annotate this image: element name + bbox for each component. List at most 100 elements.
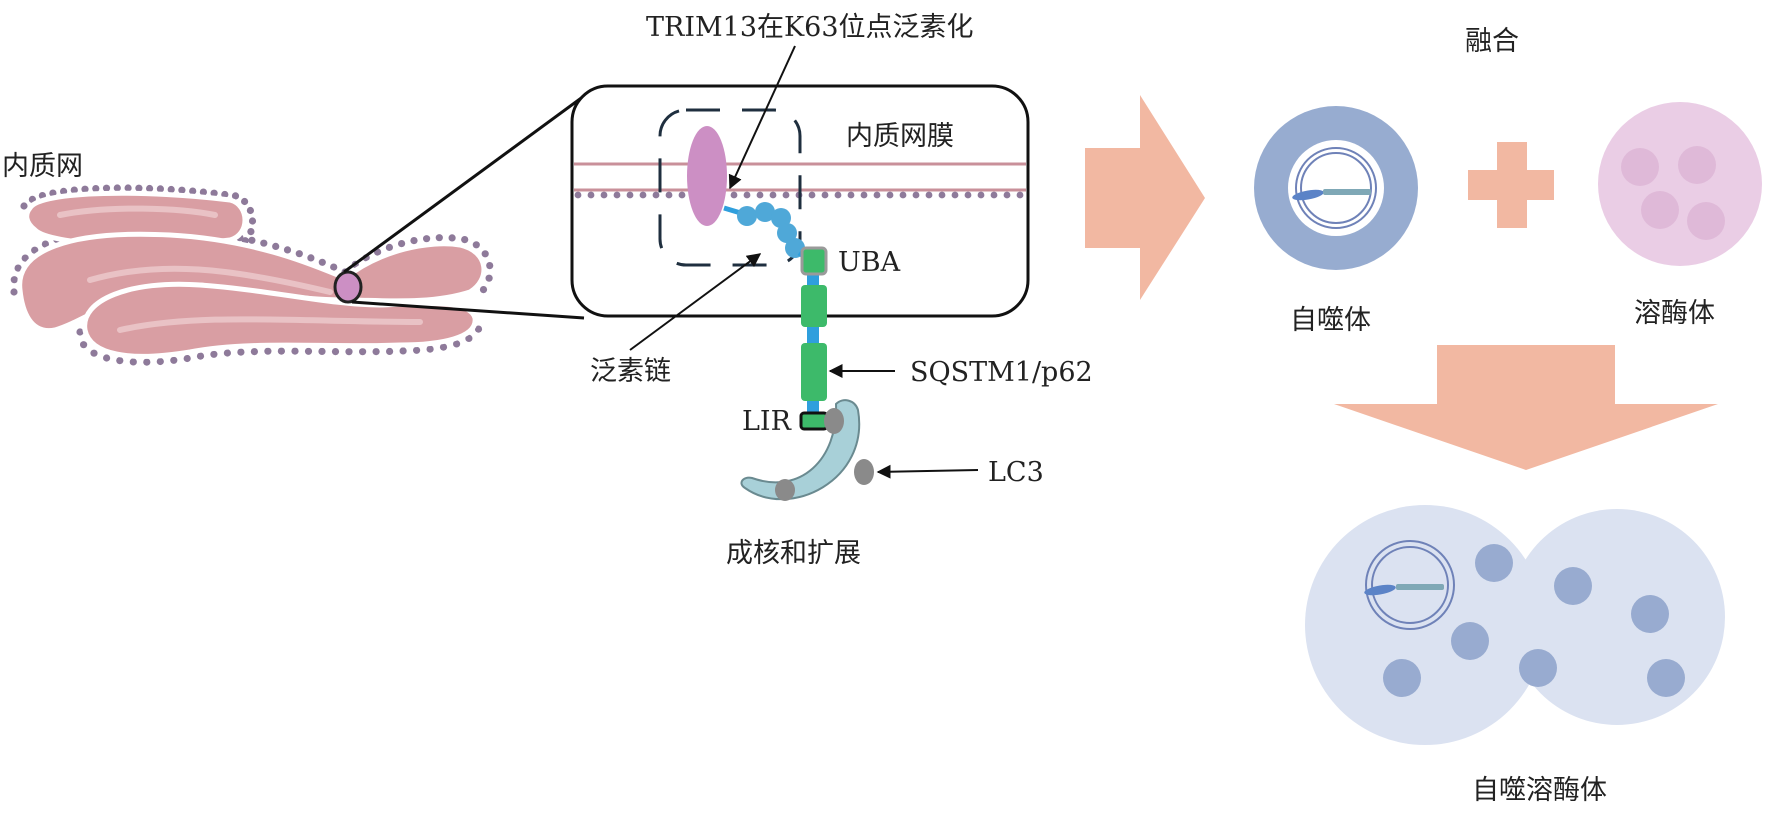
membrane-ribosome-dot	[600, 191, 608, 199]
membrane-ribosome-dot	[899, 191, 907, 199]
ribosome-dot	[307, 254, 315, 262]
ribosome-dot	[248, 236, 256, 244]
nucleation-label: 成核和扩展	[726, 538, 861, 569]
er-inner-lumen-2	[87, 265, 333, 295]
ribosome-dot	[231, 192, 240, 200]
ribosome-dot	[453, 340, 461, 348]
ribosome-dot	[345, 348, 353, 356]
ribosome-dot	[156, 185, 164, 193]
ribosome-dot	[178, 186, 186, 194]
ribosome-dot	[124, 184, 132, 192]
membrane-ribosome-dot	[925, 191, 933, 199]
ribosome-dot	[90, 349, 98, 357]
membrane-ribosome-dot	[782, 191, 790, 199]
endoplasmic-reticulum	[10, 184, 494, 366]
ribosome-dot	[264, 347, 272, 355]
ribosome-dot	[423, 235, 431, 243]
membrane-ribosome-dot	[847, 191, 855, 199]
uba-domain	[800, 246, 828, 276]
ribosome-dot	[135, 184, 143, 192]
ribosome-dot	[92, 185, 100, 193]
membrane-ribosome-dot	[587, 191, 595, 199]
zoom-line-bottom	[351, 300, 585, 320]
autolysosome	[1305, 505, 1725, 745]
ribosome-dot	[31, 246, 39, 254]
ribosome-dot	[246, 206, 254, 215]
ribosome-dot	[413, 346, 421, 354]
fusion-label: 融合	[1465, 26, 1519, 57]
ribosome-dot	[183, 354, 191, 363]
ribosome-dot	[170, 356, 178, 364]
lc3-protein-1	[824, 408, 844, 434]
plus-sign	[1468, 142, 1554, 228]
process-arrow-right	[1085, 95, 1205, 300]
membrane-ribosome-dot	[951, 191, 959, 199]
ribosome-dot	[486, 262, 494, 270]
membrane-ribosome-dot	[613, 191, 621, 199]
membrane-ribosome-dot	[730, 191, 738, 199]
ribosome-dot	[223, 349, 231, 357]
ribosome-dot	[426, 345, 434, 353]
ribosome-dot	[277, 347, 285, 355]
er-inner-lumen-3	[117, 316, 423, 333]
ribosome-dot	[146, 184, 154, 193]
ribosome-dot	[143, 358, 151, 366]
ribosome-dot	[481, 250, 489, 258]
ribosome-dot	[10, 276, 18, 284]
ribosome-dot	[386, 347, 394, 355]
ribosome-dot	[221, 190, 229, 199]
er-label: 内质网	[2, 151, 83, 182]
zoom-region-marker	[333, 270, 363, 304]
autolysosome-label: 自噬溶酶体	[1472, 775, 1607, 806]
ubiquitin-chain	[723, 202, 814, 265]
membrane-ribosome-dot	[873, 191, 881, 199]
trim13-label: TRIM13在K63位点泛素化	[646, 12, 974, 43]
ribosome-dot	[80, 341, 88, 349]
lc3-pointer	[876, 464, 979, 479]
membrane-ribosome-dot	[834, 191, 842, 199]
sqstm1-p62-protein	[799, 246, 829, 431]
lc3-label: LC3	[988, 457, 1044, 488]
trim13-dashed-box	[658, 108, 802, 267]
ribosome-dot	[485, 274, 493, 282]
process-arrow-down	[1334, 345, 1718, 470]
lc3-protein-2	[854, 459, 874, 485]
ribosome-dot	[472, 241, 480, 249]
ribosome-dot	[359, 348, 367, 356]
er-inner-lumen	[57, 205, 218, 218]
ribosome-dot	[260, 239, 268, 247]
zoom-line-top	[343, 94, 585, 274]
membrane-ribosome-dots	[574, 191, 1024, 199]
ribosome-dot	[76, 328, 84, 336]
ribosome-dot	[189, 187, 197, 195]
ribosome-dot	[474, 325, 483, 333]
ribosome-dot	[448, 234, 456, 242]
autophagosome	[1254, 106, 1418, 270]
phagophore-membrane	[740, 399, 861, 501]
membrane-ribosome-dot	[678, 191, 686, 199]
ribosome-dot	[14, 264, 22, 272]
ribosome-dot	[129, 358, 137, 366]
ribosome-dot	[210, 189, 218, 197]
membrane-ribosome-dot	[652, 191, 660, 199]
ribosome-dot	[465, 334, 473, 342]
autophagosome-label: 自噬体	[1290, 305, 1371, 336]
er-membrane-label: 内质网膜	[846, 121, 954, 152]
membrane-ribosome-dot	[574, 191, 582, 199]
membrane-ribosome-dot	[769, 191, 777, 199]
ribosome-dot	[248, 217, 257, 225]
membrane-ribosome-dot	[886, 191, 894, 199]
ribosome-dot	[196, 352, 205, 360]
trim13-pointer	[728, 45, 796, 190]
lysosome	[1598, 102, 1762, 266]
lysosome-label: 溶酶体	[1634, 298, 1715, 329]
ribosome-dot	[283, 246, 292, 254]
membrane-ribosome-dot	[964, 191, 972, 199]
ribosome-dot	[199, 188, 207, 196]
ribosome-dot	[439, 343, 448, 351]
lc3-protein-3	[775, 479, 795, 501]
ribosome-dot	[70, 186, 78, 194]
membrane-ribosome-dot	[756, 191, 764, 199]
membrane-ribosome-dot	[665, 191, 673, 199]
